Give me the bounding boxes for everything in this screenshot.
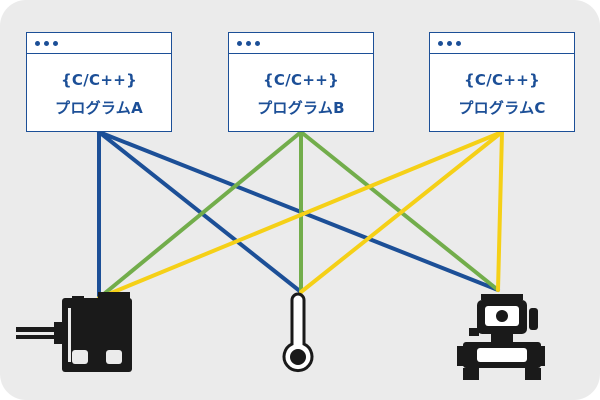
window-dot [35, 41, 40, 46]
program-a-lang: {C/C++} [60, 71, 138, 89]
window-dot [237, 41, 242, 46]
program-b-name: プログラムB [257, 99, 345, 117]
connection-line [299, 130, 504, 294]
solenoid-valve-icon [457, 294, 545, 380]
window-dot [447, 41, 452, 46]
window-dot [246, 41, 251, 46]
motor-icon [16, 292, 132, 372]
thermometer-icon [282, 292, 314, 373]
program-b-lang: {C/C++} [262, 71, 340, 89]
window-dot [44, 41, 49, 46]
program-c-name: プログラムC [458, 99, 546, 117]
window-title-bar [430, 33, 574, 54]
connection-line [496, 130, 504, 292]
program-a-window: {C/C++} プログラムA [26, 32, 172, 132]
connection-line [97, 130, 500, 292]
program-c-lang: {C/C++} [463, 71, 541, 89]
window-title-bar [229, 33, 373, 54]
window-dot [456, 41, 461, 46]
program-a-name: プログラムA [55, 99, 143, 117]
window-dot [53, 41, 58, 46]
window-title-bar [27, 33, 171, 54]
connection-line [97, 130, 504, 300]
window-dot [438, 41, 443, 46]
connection-line [97, 130, 303, 294]
connection-line [97, 130, 303, 300]
window-dot [255, 41, 260, 46]
program-c-window: {C/C++} プログラムC [429, 32, 575, 132]
program-b-window: {C/C++} プログラムB [228, 32, 374, 132]
connection-line [299, 130, 500, 292]
